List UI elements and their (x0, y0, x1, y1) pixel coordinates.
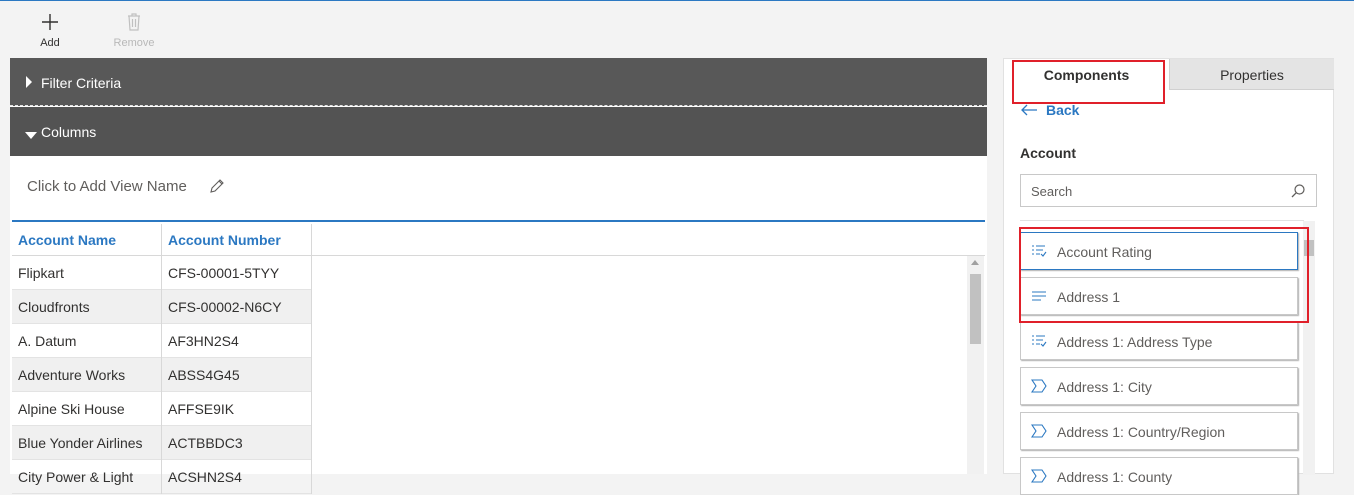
tag-chevron-icon (1030, 379, 1047, 396)
pencil-icon[interactable] (208, 177, 226, 200)
account-number-cell: ABSS4G45 (162, 358, 312, 392)
optionset-icon (1031, 334, 1047, 351)
account-name-cell: Cloudfronts (12, 290, 162, 324)
scrollbar-thumb[interactable] (1304, 240, 1314, 256)
add-button[interactable]: Add (20, 11, 80, 49)
account-name-cell: Flipkart (12, 256, 162, 290)
trash-icon (104, 11, 164, 33)
table-row: Blue Yonder Airlines ACTBBDC3 (12, 426, 312, 460)
remove-button[interactable]: Remove (104, 11, 164, 49)
grid-vertical-scrollbar[interactable] (967, 256, 984, 474)
search-placeholder: Search (1031, 184, 1073, 199)
account-number-cell: AFFSE9IK (162, 392, 312, 426)
list-item[interactable]: Account Rating (1020, 232, 1298, 270)
account-number-cell: CFS-00001-5TYY (162, 256, 312, 290)
filter-criteria-label: Filter Criteria (41, 75, 122, 91)
components-pane: Components Properties Back Account Searc… (1003, 58, 1334, 495)
component-search-input[interactable]: Search (1020, 174, 1317, 207)
tab-components[interactable]: Components (1004, 59, 1169, 90)
caret-down-icon (24, 128, 38, 144)
arrow-left-icon (1020, 103, 1038, 119)
columns-section[interactable]: Columns (10, 107, 987, 156)
column-header-account-number[interactable]: Account Number (162, 224, 312, 256)
component-list-scrollbar[interactable] (1303, 221, 1315, 475)
account-name-cell: Alpine Ski House (12, 392, 162, 426)
account-number-cell: AF3HN2S4 (162, 324, 312, 358)
columns-label: Columns (41, 124, 97, 140)
component-label: Account Rating (1057, 244, 1152, 260)
back-label: Back (1046, 102, 1080, 118)
grid-header: Account Name Account Number (12, 224, 985, 256)
list-item[interactable]: Address 1 (1020, 277, 1298, 315)
grid-rows: Flipkart CFS-00001-5TYY Cloudfronts CFS-… (12, 256, 312, 494)
component-label: Address 1: Country/Region (1057, 424, 1226, 440)
entity-title: Account (1020, 145, 1076, 161)
caret-right-icon (24, 75, 34, 92)
table-row: Flipkart CFS-00001-5TYY (12, 256, 312, 290)
list-item[interactable]: Address 1: Country/Region (1020, 412, 1298, 450)
account-number-cell: CFS-00002-N6CY (162, 290, 312, 324)
view-name-field[interactable]: Click to Add View Name (12, 156, 985, 222)
highlight-box-components-tab (1012, 60, 1165, 104)
filter-criteria-section[interactable]: Filter Criteria (10, 58, 987, 106)
optionset-icon (1031, 244, 1047, 261)
column-header-account-name[interactable]: Account Name (12, 224, 162, 256)
list-item[interactable]: Address 1: County (1020, 457, 1298, 495)
scroll-up-arrow-icon[interactable] (971, 260, 979, 265)
view-name-placeholder: Click to Add View Name (27, 178, 187, 195)
table-row: Alpine Ski House AFFSE9IK (12, 392, 312, 426)
view-designer-panel: Filter Criteria Columns Click to Add Vie… (10, 58, 987, 494)
table-row: Cloudfronts CFS-00002-N6CY (12, 290, 312, 324)
list-item[interactable]: Address 1: City (1020, 367, 1298, 405)
table-row: Adventure Works ABSS4G45 (12, 358, 312, 392)
account-number-cell: ACSHN2S4 (162, 460, 312, 494)
back-link[interactable]: Back (1020, 102, 1079, 119)
highlight-box-components (1019, 227, 1309, 323)
remove-label: Remove (113, 37, 155, 49)
account-name-cell: City Power & Light (12, 460, 162, 494)
plus-icon (20, 11, 80, 33)
text-lines-icon (1031, 289, 1047, 306)
add-label: Add (40, 37, 60, 49)
component-list: Account Rating Address 1 Address 1: Addr… (1020, 220, 1304, 495)
tab-properties[interactable]: Properties (1169, 59, 1334, 90)
component-label: Address 1: Address Type (1057, 334, 1213, 350)
component-label: Address 1 (1057, 289, 1121, 305)
component-label: Address 1: City (1057, 379, 1152, 395)
list-item[interactable]: Address 1: Address Type (1020, 322, 1298, 360)
tag-chevron-icon (1030, 469, 1047, 486)
search-icon[interactable] (1290, 183, 1306, 204)
account-name-cell: Adventure Works (12, 358, 162, 392)
account-number-cell: ACTBBDC3 (162, 426, 312, 460)
tag-chevron-icon (1030, 424, 1047, 441)
scrollbar-thumb[interactable] (970, 274, 981, 344)
table-row: A. Datum AF3HN2S4 (12, 324, 312, 358)
account-name-cell: A. Datum (12, 324, 162, 358)
table-row: City Power & Light ACSHN2S4 (12, 460, 312, 494)
command-bar: Add Remove (0, 1, 1354, 57)
account-name-cell: Blue Yonder Airlines (12, 426, 162, 460)
component-label: Address 1: County (1057, 469, 1173, 485)
